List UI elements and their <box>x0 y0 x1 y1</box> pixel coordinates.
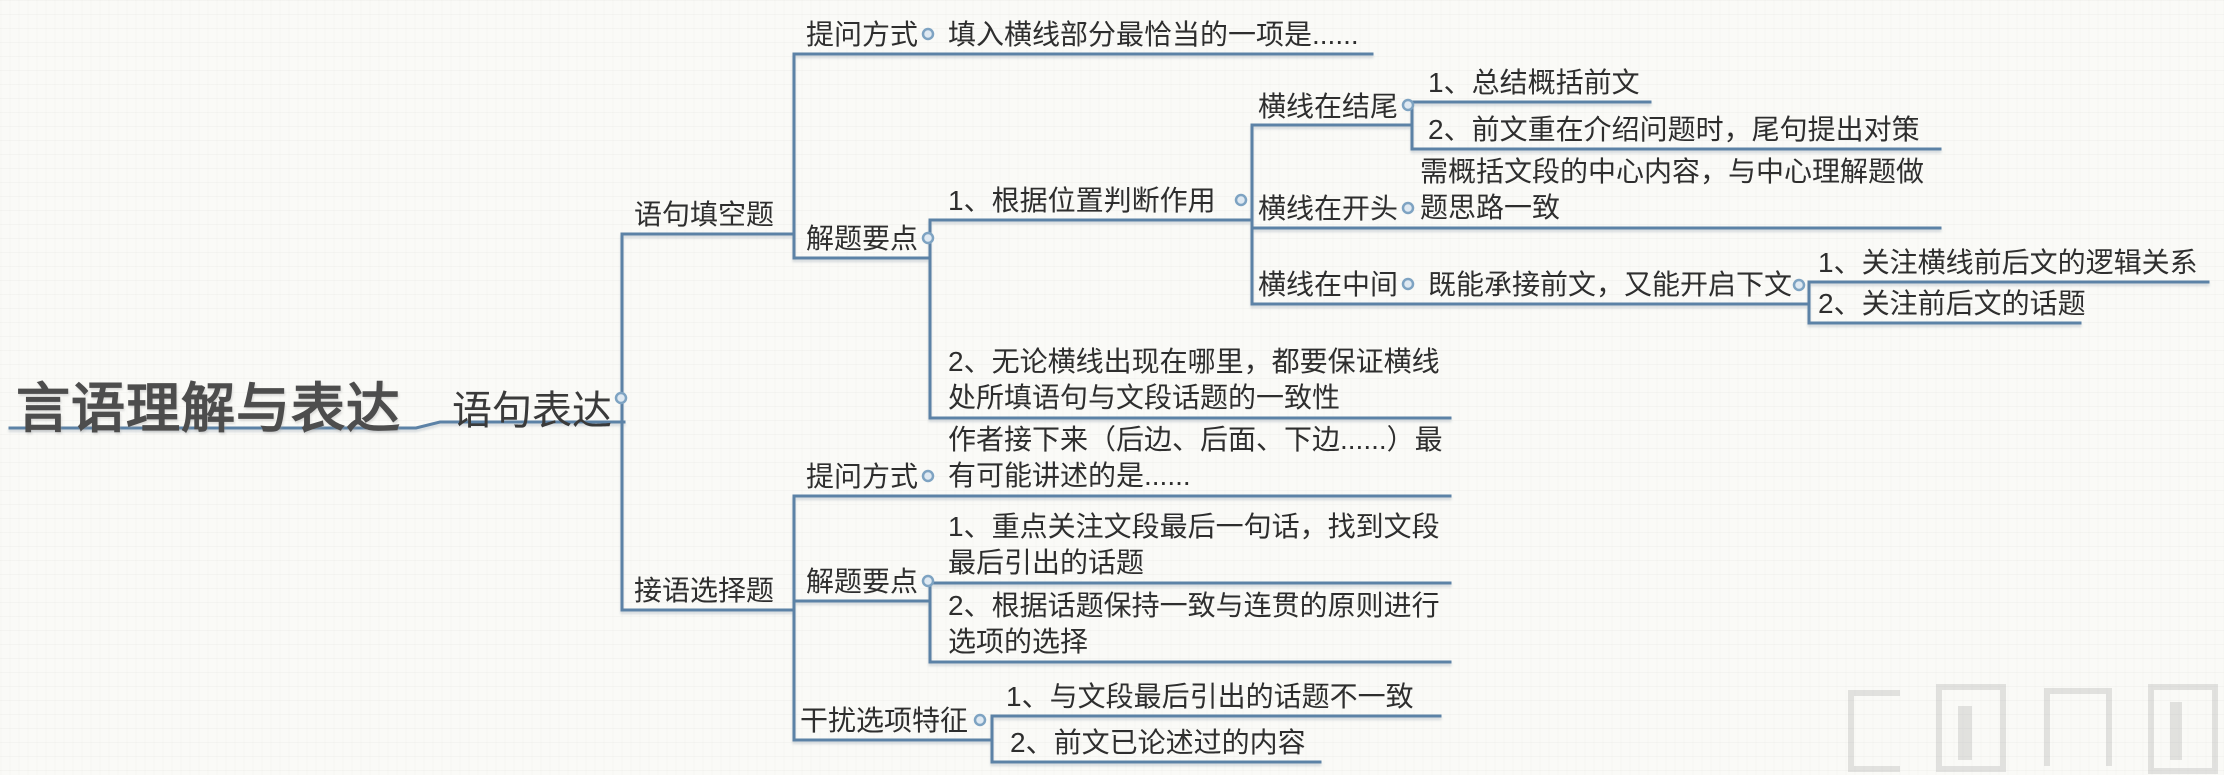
node-distractors: 干扰选项特征 <box>800 705 969 736</box>
node-continuation-point1: 1、重点关注文段最后一句话，找到文段最后引出的话题 <box>948 511 1440 578</box>
node-line-middle-content: 既能承接前文，又能开启下文 <box>1428 269 1793 300</box>
line-distractors <box>792 714 1442 764</box>
line-key-points-1 <box>792 218 932 420</box>
line-line-end <box>1250 100 1942 151</box>
node-line-middle-item1: 1、关注横线前后文的逻辑关系 <box>1818 247 2198 278</box>
node-line-end-item1: 1、总结概括前文 <box>1428 67 1640 98</box>
dot-statement <box>614 391 628 405</box>
line-line-middle <box>1250 280 2210 325</box>
dot-line-middle <box>1401 277 1415 291</box>
line-point1 <box>928 123 1254 306</box>
dot-line-end <box>1401 98 1415 112</box>
dot-question-type-2 <box>921 469 935 483</box>
node-line-end: 横线在结尾 <box>1258 91 1399 122</box>
watermark <box>1848 682 2218 774</box>
node-line-end-item2: 2、前文重在介绍问题时，尾句提出对策 <box>1428 114 1920 145</box>
node-distractors-item2: 2、前文已论述过的内容 <box>1010 727 1306 758</box>
node-line-start: 横线在开头 <box>1258 193 1399 224</box>
node-distractors-item1: 1、与文段最后引出的话题不一致 <box>1006 681 1414 712</box>
node-continuation-point2: 2、根据话题保持一致与连贯的原则进行选项的选择 <box>948 590 1440 657</box>
dot-key-points-1 <box>921 231 935 245</box>
dot-line-middle-content <box>1792 278 1806 292</box>
node-line-start-content: 需概括文段的中心内容，与中心理解题做题思路一致 <box>1420 156 1925 223</box>
node-question-type-2-content: 作者接下来（后边、后面、下边......）最有可能讲述的是...... <box>948 424 1443 491</box>
line-continuation <box>620 494 796 742</box>
node-question-type-1: 提问方式 <box>806 19 919 50</box>
line-root <box>8 420 626 430</box>
dot-distractors <box>973 713 987 727</box>
dot-line-start <box>1401 201 1415 215</box>
dot-point1 <box>1234 193 1248 207</box>
node-key-points-1: 解题要点 <box>806 223 919 254</box>
node-continuation: 接语选择题 <box>634 575 775 606</box>
node-fill-blank: 语句填空题 <box>634 199 775 230</box>
node-question-type-2: 提问方式 <box>806 461 919 492</box>
node-question-type-1-content: 填入横线部分最恰当的一项是...... <box>948 19 1359 50</box>
line-key-points-2 <box>792 581 1452 664</box>
node-root: 言语理解与表达 <box>16 379 401 439</box>
branch-dots <box>614 27 1806 727</box>
dot-key-points-2 <box>921 574 935 588</box>
line-fill-blank <box>620 52 796 260</box>
node-point2: 2、无论横线出现在哪里，都要保证横线处所填语句与文段话题的一致性 <box>948 346 1440 413</box>
dot-question-type-1 <box>921 27 935 41</box>
node-point1: 1、根据位置判断作用 <box>948 185 1216 216</box>
node-statement: 语句表达 <box>452 389 612 433</box>
node-line-middle: 横线在中间 <box>1258 269 1399 300</box>
branch-line-group <box>8 52 2210 764</box>
node-key-points-2: 解题要点 <box>806 566 919 597</box>
node-line-middle-item2: 2、关注前后文的话题 <box>1818 288 2086 319</box>
